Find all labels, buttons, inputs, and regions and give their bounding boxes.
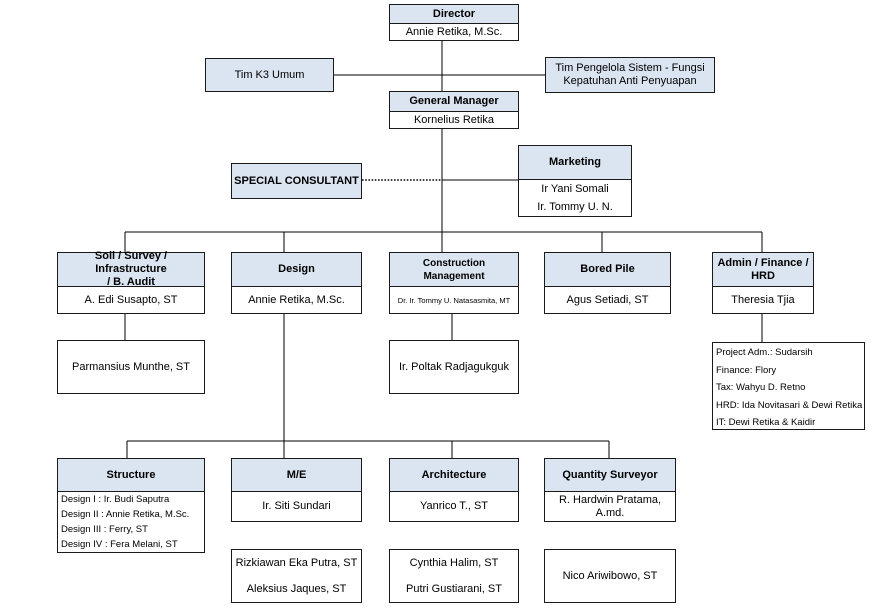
construction-dept-box: Construction Management Dr. Ir. Tommy U.… bbox=[389, 252, 519, 314]
structure-member: Design II : Annie Retika, M.Sc. bbox=[61, 509, 190, 520]
admin-staff-item: Project Adm.: Sudarsih bbox=[716, 347, 813, 358]
admin-dept-title-line1: Admin / Finance / bbox=[717, 256, 809, 269]
special-consultant-label: SPECIAL CONSULTANT bbox=[234, 174, 359, 187]
tim-k3-box: Tim K3 Umum bbox=[205, 58, 334, 92]
admin-dept-title: Admin / Finance / HRD bbox=[713, 253, 813, 287]
marketing-title: Marketing bbox=[519, 146, 631, 180]
soil-dept-title: Soil / Survey / Infrastructure / B. Audi… bbox=[58, 250, 204, 288]
general-manager-title: General Manager bbox=[390, 92, 518, 112]
soil-dept-box: Soil / Survey / Infrastructure / B. Audi… bbox=[57, 250, 205, 314]
architecture-unit-head: Yanrico T., ST bbox=[419, 500, 489, 512]
marketing-name-1: Ir Yani Somali bbox=[541, 182, 609, 195]
marketing-box: Marketing Ir Yani Somali Ir. Tommy U. N. bbox=[518, 145, 632, 217]
marketing-names: Ir Yani Somali Ir. Tommy U. N. bbox=[519, 180, 631, 216]
soil-dept-title-line2: / B. Audit bbox=[107, 276, 155, 288]
director-name: Annie Retika, M.Sc. bbox=[405, 25, 503, 38]
structure-unit-box: Structure Design I : Ir. Budi Saputra De… bbox=[57, 458, 205, 553]
architecture-staff-name: Putri Gustiarani, ST bbox=[406, 582, 502, 595]
admin-staff-item: Tax: Wahyu D. Retno bbox=[716, 382, 806, 393]
design-dept-box: Design Annie Retika, M.Sc. bbox=[231, 252, 362, 314]
architecture-unit-box: Architecture Yanrico T., ST bbox=[389, 458, 519, 522]
tim-pengelola-line1: Tim Pengelola Sistem - Fungsi bbox=[555, 62, 705, 74]
admin-staff-box: Project Adm.: Sudarsih Finance: Flory Ta… bbox=[712, 342, 865, 430]
soil-dept-title-line1: Soil / Survey / Infrastructure bbox=[94, 250, 168, 275]
tim-k3-label: Tim K3 Umum bbox=[234, 68, 305, 81]
construction-staff-box: Ir. Poltak Radjagukguk bbox=[389, 340, 519, 394]
general-manager-box: General Manager Kornelius Retika bbox=[389, 91, 519, 129]
design-dept-head: Annie Retika, M.Sc. bbox=[248, 293, 345, 306]
admin-staff-item: IT: Dewi Retika & Kaidir bbox=[716, 417, 816, 428]
design-dept-title: Design bbox=[232, 253, 361, 287]
admin-dept-head: Theresia Tjia bbox=[731, 293, 795, 306]
director-box: Director Annie Retika, M.Sc. bbox=[389, 4, 519, 41]
me-unit-head: Ir. Siti Sundari bbox=[262, 500, 331, 512]
construction-dept-head: Dr. Ir. Tommy U. Natasasmita, MT bbox=[397, 295, 511, 305]
quantity-surveyor-unit-title: Quantity Surveyor bbox=[545, 459, 675, 492]
admin-staff-item: HRD: Ida Novitasari & Dewi Retika bbox=[716, 399, 863, 411]
admin-staff-item: Finance: Flory bbox=[716, 364, 777, 376]
bored-pile-dept-head: Agus Setiadi, ST bbox=[566, 293, 649, 306]
architecture-unit-title: Architecture bbox=[390, 459, 518, 492]
soil-staff-name: Parmansius Munthe, ST bbox=[72, 360, 190, 373]
quantity-surveyor-unit-head: R. Hardwin Pratama, A.md. bbox=[558, 493, 662, 519]
director-title: Director bbox=[390, 5, 518, 24]
structure-member: Design III : Ferry, ST bbox=[61, 524, 148, 535]
me-unit-box: M/E Ir. Siti Sundari bbox=[231, 458, 362, 522]
special-consultant-box: SPECIAL CONSULTANT bbox=[231, 163, 362, 199]
tim-pengelola-line2: Kepatuhan Anti Penyuapan bbox=[563, 75, 697, 87]
structure-member: Design IV : Fera Melani, ST bbox=[61, 539, 178, 550]
me-staff-name: Aleksius Jaques, ST bbox=[246, 582, 347, 595]
admin-dept-box: Admin / Finance / HRD Theresia Tjia bbox=[712, 252, 814, 314]
me-staff-name: Rizkiawan Eka Putra, ST bbox=[235, 556, 358, 569]
construction-dept-title: Construction Management bbox=[390, 253, 518, 287]
construction-staff-name: Ir. Poltak Radjagukguk bbox=[398, 360, 510, 373]
structure-unit-members: Design I : Ir. Budi Saputra Design II : … bbox=[58, 492, 204, 552]
general-manager-name: Kornelius Retika bbox=[413, 113, 495, 126]
architecture-staff-name: Cynthia Halim, ST bbox=[409, 556, 499, 569]
me-unit-title: M/E bbox=[232, 459, 361, 492]
me-staff-box: Rizkiawan Eka Putra, ST Aleksius Jaques,… bbox=[231, 549, 362, 603]
soil-dept-head: A. Edi Susapto, ST bbox=[84, 293, 178, 306]
quantity-surveyor-unit-box: Quantity Surveyor R. Hardwin Pratama, A.… bbox=[544, 458, 676, 522]
marketing-name-2: Ir. Tommy U. N. bbox=[537, 200, 613, 213]
soil-staff-box: Parmansius Munthe, ST bbox=[57, 340, 205, 394]
admin-dept-title-line2: HRD bbox=[751, 269, 775, 282]
structure-member: Design I : Ir. Budi Saputra bbox=[61, 494, 170, 505]
bored-pile-dept-title: Bored Pile bbox=[545, 253, 670, 287]
architecture-staff-box: Cynthia Halim, ST Putri Gustiarani, ST bbox=[389, 549, 519, 603]
quantity-surveyor-staff-name: Nico Ariwibowo, ST bbox=[562, 569, 658, 582]
bored-pile-dept-box: Bored Pile Agus Setiadi, ST bbox=[544, 252, 671, 314]
structure-unit-title: Structure bbox=[58, 459, 204, 492]
tim-pengelola-box: Tim Pengelola Sistem - Fungsi Kepatuhan … bbox=[545, 57, 715, 93]
quantity-surveyor-staff-box: Nico Ariwibowo, ST bbox=[544, 549, 676, 603]
